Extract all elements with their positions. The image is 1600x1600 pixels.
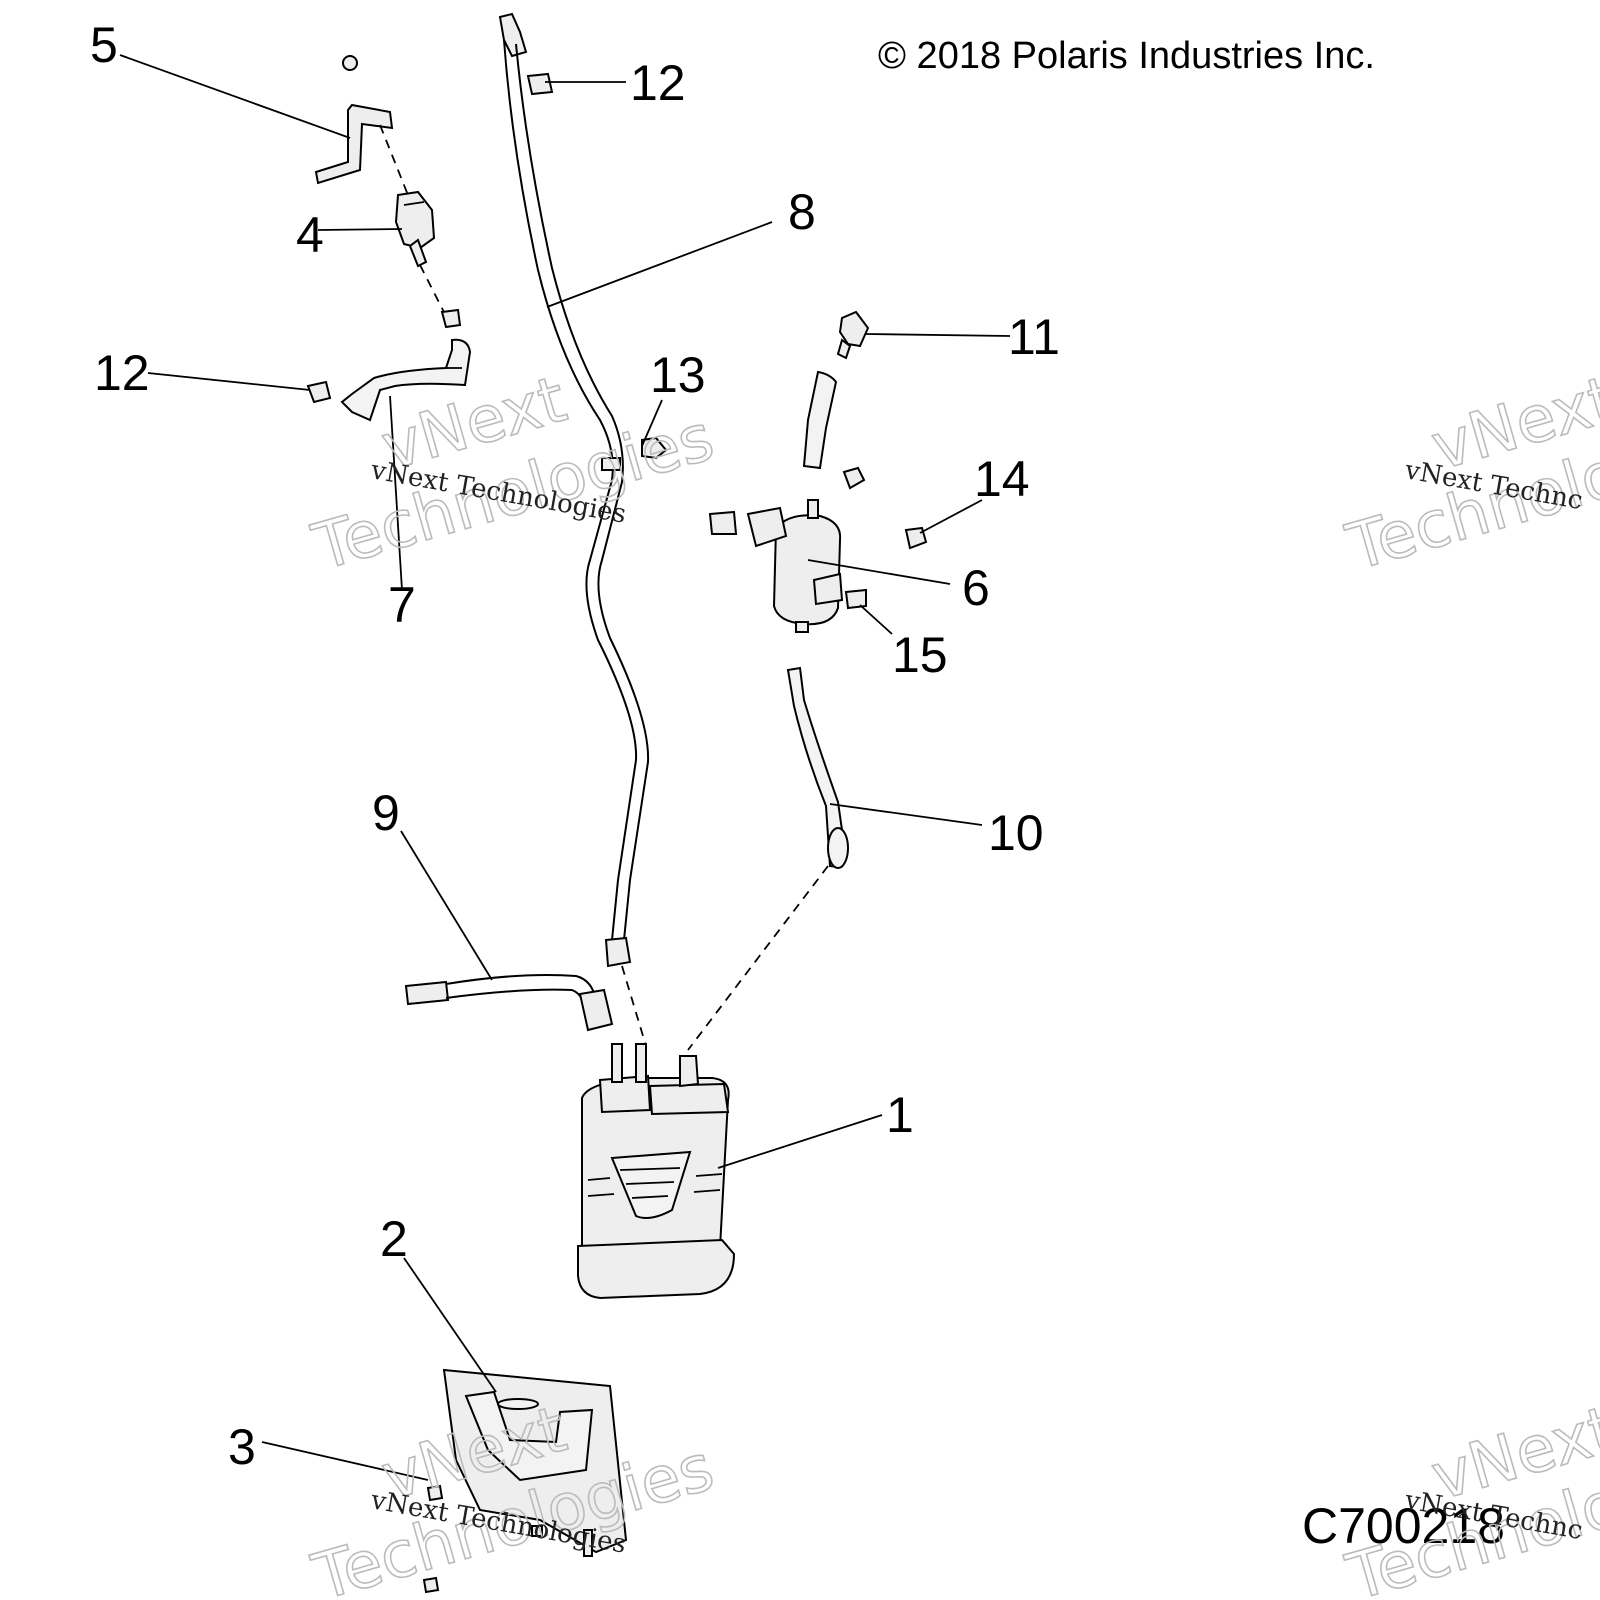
part-13-fitting	[641, 436, 668, 460]
callout-1: 1	[886, 1087, 914, 1143]
part-7-hose	[340, 338, 472, 422]
callout-8: 8	[788, 184, 816, 240]
part-8-vapor-line	[498, 12, 650, 968]
copyright-notice: © 2018 Polaris Industries Inc.	[878, 35, 1375, 77]
callout-12-left: 12	[94, 345, 150, 401]
part-3-nut	[422, 1484, 543, 1594]
watermark-right-lower: vNext Technolo vNext Technc	[1338, 1392, 1600, 1600]
callout-11: 11	[1008, 309, 1060, 365]
callout-2: 2	[380, 1211, 408, 1267]
part-12-clamp-left	[306, 380, 332, 404]
callout-15: 15	[892, 627, 948, 683]
part-11-connector	[836, 310, 870, 360]
callout-14: 14	[974, 451, 1030, 507]
callout-10: 10	[988, 805, 1044, 861]
diagram-code: C700218	[1302, 1498, 1505, 1554]
part-9-hose	[404, 974, 614, 1032]
callout-5: 5	[90, 17, 118, 73]
part-4-valve	[394, 190, 436, 268]
callout-3: 3	[228, 1419, 256, 1475]
watermark-lower: vNext Technologies vNext Technologies	[304, 1392, 722, 1600]
part-6-filter	[746, 499, 844, 633]
part-15-clip	[708, 510, 867, 610]
watermark-right-upper: vNext Technolo vNext Technc	[1338, 362, 1600, 587]
part-12-clamp-top	[526, 72, 554, 96]
part-2-bracket	[442, 1368, 628, 1557]
callout-7: 7	[388, 577, 416, 633]
callout-6: 6	[962, 560, 990, 616]
callout-12-top: 12	[630, 55, 686, 111]
part-10-hose	[786, 666, 849, 869]
callout-9: 9	[372, 785, 400, 841]
callout-13: 13	[650, 347, 706, 403]
part-1-canister	[577, 1043, 736, 1300]
callout-4: 4	[296, 207, 324, 263]
part-5-bracket	[314, 55, 394, 185]
